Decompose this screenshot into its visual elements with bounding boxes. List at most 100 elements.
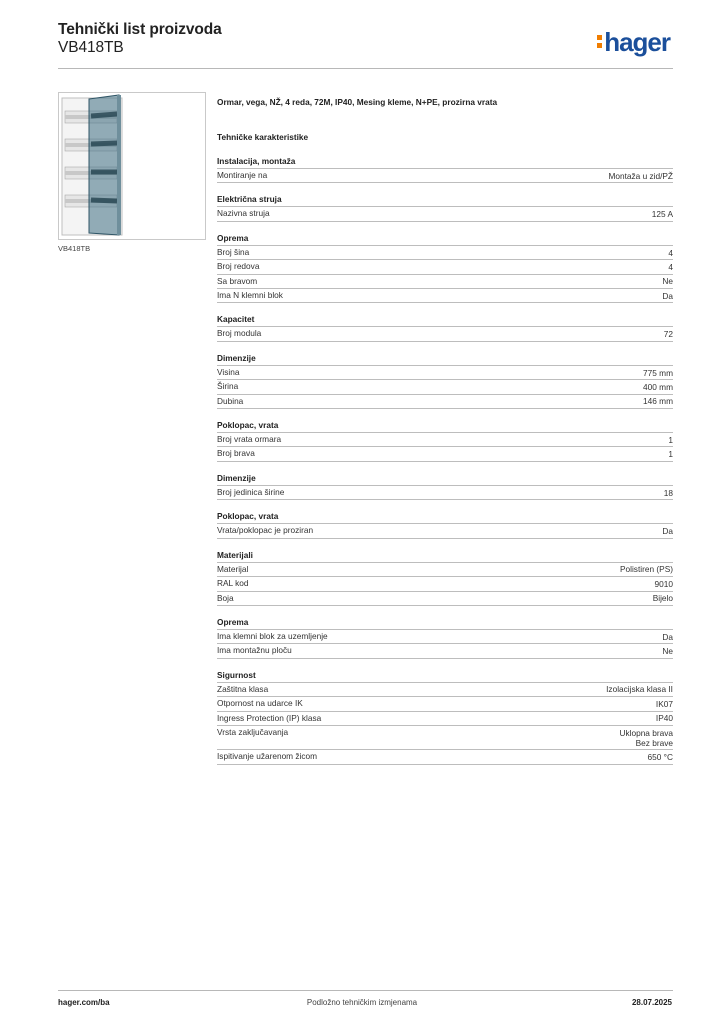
spec-label: Ispitivanje užarenom žicom — [217, 751, 318, 762]
spec-label: Visina — [217, 366, 240, 377]
spec-row: Otpornost na udarce IK IK07 — [217, 697, 673, 712]
spec-row: RAL kod 9010 — [217, 577, 673, 592]
spec-label: Broj brava — [217, 448, 255, 459]
product-description: Ormar, vega, NŽ, 4 reda, 72M, IP40, Mesi… — [217, 97, 498, 107]
footer-date: 28.07.2025 — [631, 998, 672, 1007]
spec-label: Broj jedinica širine — [217, 486, 285, 497]
hager-logo: hager — [597, 27, 671, 58]
spec-value: 125 A — [651, 209, 673, 220]
spec-row: Montiranje na Montaža u zid/PŽ — [217, 169, 673, 184]
spec-row: Visina 775 mm — [217, 366, 673, 381]
spec-value: Ne — [662, 646, 673, 656]
spec-label: Boja — [217, 592, 234, 603]
section-title: Materijali — [217, 550, 673, 563]
spec-row: Broj brava 1 — [217, 447, 673, 462]
spec-value: 9010 — [654, 578, 673, 589]
spec-label: Otpornost na udarce IK — [217, 698, 303, 709]
spec-value: 72 — [663, 329, 673, 340]
spec-value: 1 — [668, 449, 673, 460]
spec-value: Izolacijska klasa II — [606, 684, 673, 695]
spec-label: Sa bravom — [217, 275, 258, 286]
section-title: Poklopac, vrata — [217, 420, 673, 434]
logo-dots-icon — [597, 32, 603, 48]
spec-value: IK07 — [655, 698, 673, 709]
spec-value: IP40 — [655, 713, 673, 724]
spec-label: Montiranje na — [217, 170, 268, 180]
spec-label: Vrata/poklopac je proziran — [217, 525, 314, 536]
spec-row: Zaštitna klasa Izolacijska klasa II — [217, 683, 673, 698]
spec-label: Ima N klemni blok — [217, 290, 283, 301]
spec-label: RAL kod — [217, 578, 249, 589]
spec-label: Zaštitna klasa — [217, 683, 269, 694]
spec-value: 650 °C — [647, 751, 673, 762]
section-title: Oprema — [217, 617, 673, 630]
product-image — [58, 92, 206, 240]
spec-row: Širina 400 mm — [217, 380, 673, 395]
section-title: Instalacija, montaža — [217, 156, 673, 169]
spec-value: Ne — [662, 276, 673, 287]
logo-text: hager — [604, 27, 671, 57]
spec-label: Broj vrata ormara — [217, 434, 282, 445]
footer-divider — [58, 990, 673, 991]
spec-label: Širina — [217, 381, 239, 392]
spec-label: Broj modula — [217, 328, 262, 339]
spec-row: Broj vrata ormara 1 — [217, 433, 673, 448]
document-title: Tehnički list proizvoda — [58, 21, 222, 38]
spec-content: Ormar, vega, NŽ, 4 reda, 72M, IP40, Mesi… — [217, 97, 673, 765]
spec-row: Vrsta zaključavanja Uklopna brava Bez bra… — [217, 726, 673, 751]
spec-value: 4 — [668, 247, 673, 258]
spec-value: Polistiren (PS) — [619, 564, 673, 575]
spec-label: Vrsta zaključavanja — [217, 726, 289, 737]
section-title: Oprema — [217, 233, 673, 246]
spec-label: Ima montažnu ploču — [217, 645, 292, 656]
spec-row: Materijal Polistiren (PS) — [217, 563, 673, 578]
spec-row: Boja Bijelo — [217, 592, 673, 606]
spec-value: 146 mm — [643, 396, 673, 407]
spec-value: 1 — [668, 434, 673, 445]
spec-row: Broj modula 72 — [217, 327, 673, 342]
section-title: Sigurnost — [217, 670, 673, 683]
spec-row: Sa bravom Ne — [217, 275, 673, 290]
spec-row: Ima montažnu ploču Ne — [217, 644, 673, 659]
spec-row: Broj jedinica širine 18 — [217, 486, 673, 501]
section-title: Kapacitet — [217, 314, 673, 328]
spec-value: Uklopna brava Bez brave — [619, 727, 673, 748]
spec-label: Ingress Protection (IP) klasa — [217, 712, 322, 723]
section-title: Dimenzije — [217, 353, 673, 366]
spec-value: Da — [662, 290, 673, 301]
enclosure-icon — [61, 94, 123, 236]
spec-value: 400 mm — [643, 381, 673, 392]
product-image-caption: VB418TB — [58, 244, 91, 253]
spec-row: Ingress Protection (IP) klasa IP40 — [217, 712, 673, 726]
spec-row: Broj šina 4 — [217, 246, 673, 261]
footer-website: hager.com/ba — [58, 998, 110, 1007]
tech-characteristics-heading: Tehničke karakteristike — [217, 132, 309, 142]
spec-value: Da — [662, 631, 673, 642]
footer-notice: Podložno tehničkim izmjenama — [306, 998, 418, 1007]
spec-value: 4 — [668, 261, 673, 272]
spec-label: Broj šina — [217, 246, 250, 257]
product-code: VB418TB — [58, 39, 124, 56]
section-title: Dimenzije — [217, 473, 673, 486]
spec-label: Materijal — [217, 563, 249, 574]
section-title: Poklopac, vrata — [217, 511, 673, 525]
spec-value: Montaža u zid/PŽ — [608, 170, 673, 181]
header-divider — [58, 68, 673, 69]
spec-value: Bijelo — [652, 593, 673, 604]
spec-value: 775 mm — [643, 367, 673, 378]
spec-value: 18 — [663, 487, 673, 498]
